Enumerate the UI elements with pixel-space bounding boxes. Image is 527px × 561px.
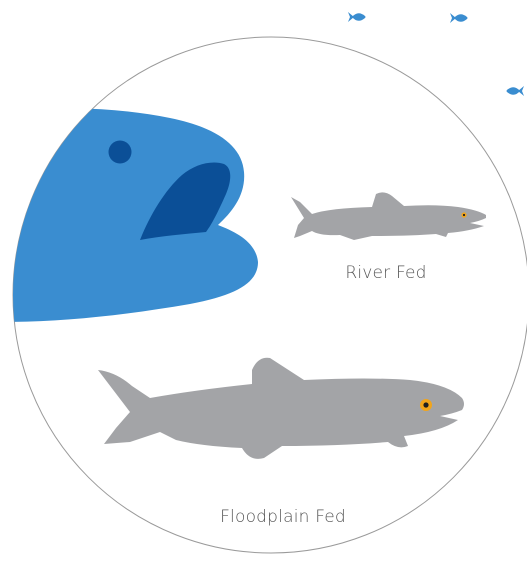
large-fish-icon xyxy=(0,108,258,322)
small-fish-icon xyxy=(348,12,366,22)
small-fish-icon xyxy=(507,86,525,96)
small-fish-icon xyxy=(450,13,468,23)
river-fed-label: River Fed xyxy=(345,263,426,283)
floodplain-fed-label: Floodplain Fed xyxy=(220,507,346,527)
